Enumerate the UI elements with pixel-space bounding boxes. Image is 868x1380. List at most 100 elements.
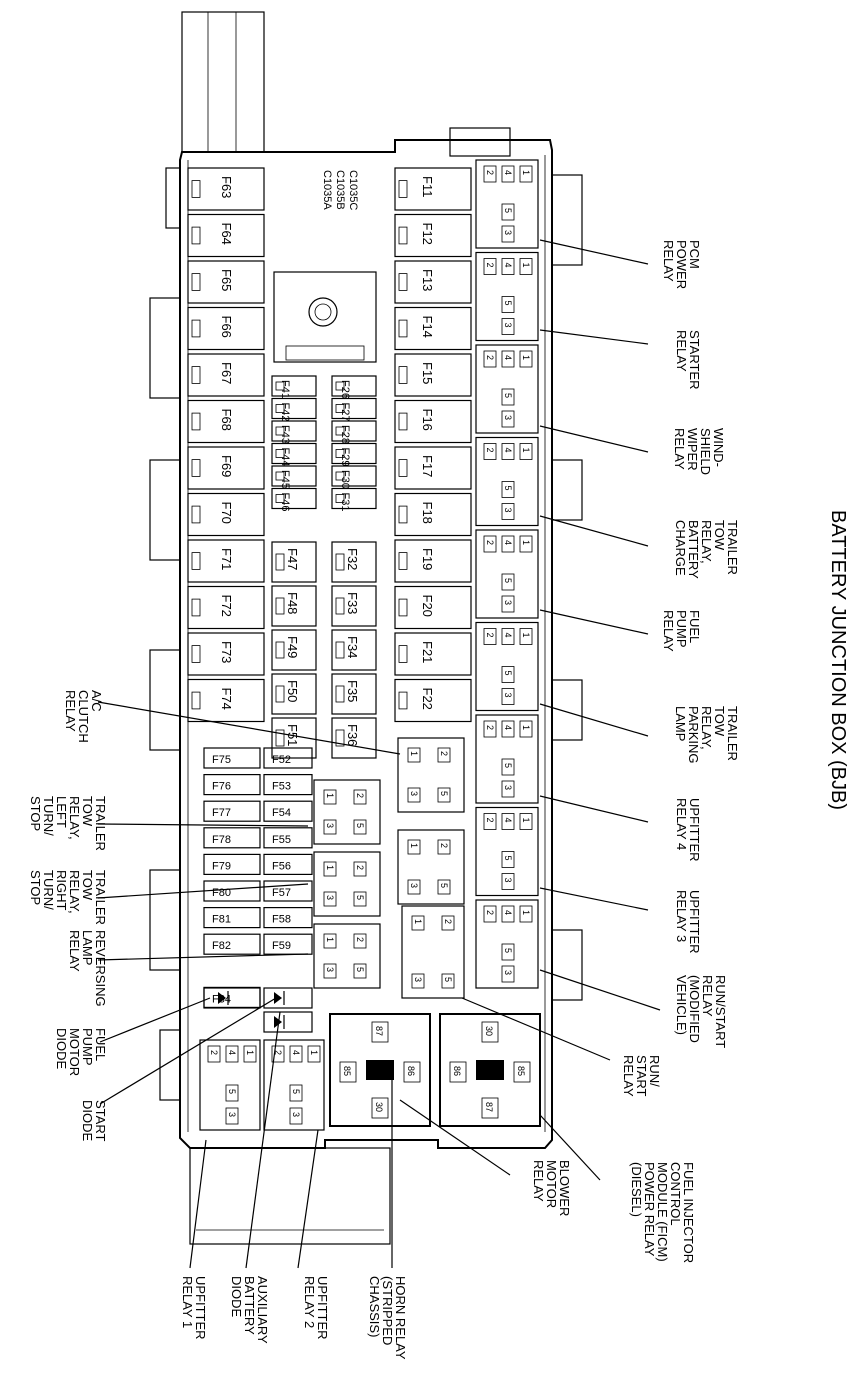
fuse-f53[interactable]: F53 (263, 773, 313, 796)
fuse-f67[interactable]: F67 (187, 353, 265, 397)
fuse-f46[interactable]: F46 (271, 487, 317, 512)
callout-line: TOW (80, 796, 95, 827)
fuse-f73[interactable]: F73 (187, 632, 265, 676)
fuse-f71[interactable]: F71 (187, 539, 265, 583)
fuse-f70[interactable]: F70 (187, 492, 265, 537)
callout-line: (STRIPPED (380, 1276, 395, 1345)
fuse-f63[interactable]: F63 (187, 167, 265, 211)
fuse-f84[interactable]: F84 (203, 986, 261, 1009)
fuse-f13[interactable]: F13 (394, 260, 472, 304)
relay-pin-label: 3 (227, 1112, 237, 1117)
fuse-f30[interactable]: F30 (331, 465, 377, 489)
fuse-f77[interactable]: F77 (203, 800, 261, 822)
fuse-f57[interactable]: F57 (263, 880, 313, 902)
fuse-f81[interactable]: F81 (203, 906, 261, 929)
relay-pin-label: 85 (342, 1066, 352, 1076)
callout-line: TURN/ (41, 870, 56, 910)
fuse-f59[interactable]: F59 (263, 933, 313, 955)
fuse-label: F29 (339, 448, 351, 467)
fuel-pump-motor-diode (203, 987, 261, 1009)
fuse-f54[interactable]: F54 (263, 800, 313, 822)
callout-line: RUN/START (713, 975, 728, 1048)
fuse-f43[interactable]: F43 (271, 420, 317, 444)
relay-pin-label: 86 (452, 1066, 462, 1076)
fuse-f79[interactable]: F79 (203, 853, 261, 876)
fuse-f44[interactable]: F44 (271, 442, 317, 467)
callout-line: A/C (89, 690, 104, 712)
auxiliary-battery-diode (263, 1011, 313, 1033)
fuse-f55[interactable]: F55 (263, 827, 313, 849)
fuse-f72[interactable]: F72 (187, 585, 265, 630)
fuse-f56[interactable]: F56 (263, 853, 313, 876)
fuse-f11[interactable]: F11 (394, 167, 472, 211)
fuse-f48[interactable]: F48 (271, 585, 317, 627)
fuse-label: F44 (279, 448, 291, 467)
fuse-f50[interactable]: F50 (271, 673, 317, 715)
fuse-f14[interactable]: F14 (394, 306, 472, 351)
fuse-f27[interactable]: F27 (331, 397, 377, 422)
fuse-f69[interactable]: F69 (187, 446, 265, 490)
fuse-f32[interactable]: F32 (331, 541, 377, 583)
fuse-f41[interactable]: F41 (271, 375, 317, 399)
fuse-f82[interactable]: F82 (203, 933, 261, 955)
fuse-f45[interactable]: F45 (271, 465, 317, 489)
fuse-f12[interactable]: F12 (394, 213, 472, 258)
callout-labels: PCMPOWERRELAYSTARTERRELAYWIND-SHIELDWIPE… (28, 240, 740, 1360)
fuse-f78[interactable]: F78 (203, 827, 261, 849)
fuse-f52[interactable]: F52 (263, 747, 313, 769)
fuse-f17[interactable]: F17 (394, 446, 472, 490)
fuse-f19[interactable]: F19 (394, 539, 472, 583)
fuse-f28[interactable]: F28 (331, 420, 377, 444)
fuse-f42[interactable]: F42 (271, 397, 317, 422)
fuse-f80[interactable]: F80 (203, 880, 261, 902)
fuse-f26[interactable]: F26 (331, 375, 377, 399)
fuse-f34[interactable]: F34 (331, 629, 377, 671)
fuse-f20[interactable]: F20 (394, 585, 472, 630)
fuse-f66[interactable]: F66 (187, 306, 265, 351)
relay-pin-label: 4 (503, 725, 513, 730)
fuse-f21[interactable]: F21 (394, 632, 472, 676)
fuse-f49[interactable]: F49 (271, 629, 317, 671)
fuse-f33[interactable]: F33 (331, 585, 377, 627)
fuse-f58[interactable]: F58 (263, 906, 313, 929)
callout-line: VEHICLE) (674, 975, 689, 1035)
fuse-f74[interactable]: F74 (187, 678, 265, 723)
fuse-f75[interactable]: F75 (203, 747, 261, 769)
fuse-f35[interactable]: F35 (331, 673, 377, 715)
fuse-f47[interactable]: F47 (271, 541, 317, 583)
fuse-f16[interactable]: F16 (394, 399, 472, 444)
fuse-f76[interactable]: F76 (203, 773, 261, 796)
fuse-f18[interactable]: F18 (394, 492, 472, 537)
fuse-f22[interactable]: F22 (394, 678, 472, 723)
relay-pin-label: 5 (503, 948, 513, 953)
fuse-label: F77 (212, 807, 231, 819)
relay-pin-label: 5 (503, 763, 513, 768)
fuse-f29[interactable]: F29 (331, 442, 377, 467)
relay-pin-label: 3 (325, 967, 335, 972)
fuse-f31[interactable]: F31 (331, 487, 377, 512)
fuse-f64[interactable]: F64 (187, 213, 265, 258)
fuse-f15[interactable]: F15 (394, 353, 472, 397)
fuse-f65[interactable]: F65 (187, 260, 265, 304)
fuse-f68[interactable]: F68 (187, 399, 265, 444)
fuse-f36[interactable]: F36 (331, 717, 377, 759)
